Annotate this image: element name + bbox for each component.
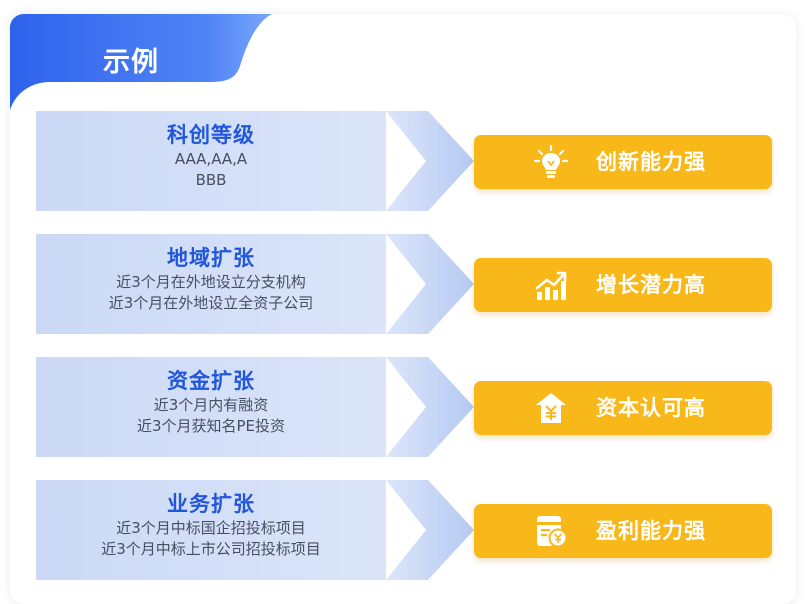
result-pill: 资本认可高 [474,381,772,435]
criteria-box: 业务扩张 近3个月中标国企招投标项目 近3个月中标上市公司招投标项目 [36,480,386,580]
result-label: 创新能力强 [596,150,706,174]
arrow-connector [386,357,474,457]
result-label: 增长潜力高 [596,273,706,297]
criteria-box: 资金扩张 近3个月内有融资 近3个月获知名PE投资 [36,357,386,457]
arrow-connector [386,111,474,211]
result-pill: 盈利能力强 [474,504,772,558]
mapping-row: 科创等级 AAA,AA,A BBB 创新能力强 [0,111,811,221]
mapping-row: 业务扩张 近3个月中标国企招投标项目 近3个月中标上市公司招投标项目 盈利能力强 [0,480,811,590]
result-label: 资本认可高 [596,396,706,420]
result-label: 盈利能力强 [596,519,706,543]
yuan-house-icon [536,393,566,423]
criteria-box: 科创等级 AAA,AA,A BBB [36,111,386,211]
criteria-line: 近3个月中标上市公司招投标项目 [101,540,321,558]
title-tab: 示例 [10,14,272,110]
criteria-title: 业务扩张 [167,492,255,516]
arrow-connector [386,234,474,334]
criteria-title: 资金扩张 [167,369,255,393]
arrow-connector [386,480,474,580]
yuan-document-icon [537,516,568,548]
criteria-line: AAA,AA,A [174,150,248,168]
lightbulb-icon [534,145,568,178]
criteria-line: 近3个月获知名PE投资 [136,417,286,435]
result-pill: 增长潜力高 [474,258,772,312]
criteria-line: 近3个月中标国企招投标项目 [116,519,306,537]
growth-chart-icon [535,271,567,300]
criteria-line: 近3个月在外地设立分支机构 [116,273,306,291]
criteria-title: 科创等级 [167,123,255,147]
result-pill: 创新能力强 [474,135,772,189]
criteria-title: 地域扩张 [167,246,255,270]
criteria-line: BBB [195,171,227,189]
title-tab-shape [10,14,272,110]
criteria-box: 地域扩张 近3个月在外地设立分支机构 近3个月在外地设立全资子公司 [36,234,386,334]
mapping-row: 地域扩张 近3个月在外地设立分支机构 近3个月在外地设立全资子公司 增长潜力高 [0,234,811,344]
diagram-title: 示例 [103,47,159,78]
criteria-line: 近3个月在外地设立全资子公司 [108,294,314,312]
mapping-row: 资金扩张 近3个月内有融资 近3个月获知名PE投资 资本认可高 [0,357,811,467]
criteria-line: 近3个月内有融资 [153,396,269,414]
